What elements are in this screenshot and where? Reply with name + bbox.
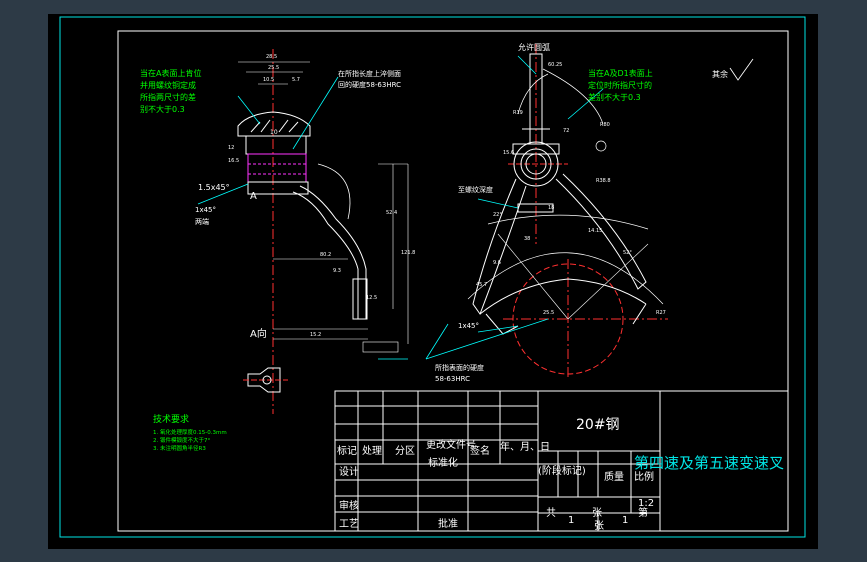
dim-text: 15.6 (503, 150, 514, 156)
section-a-label: A (250, 191, 257, 202)
chamfer-left-label: 1.5x45° (198, 183, 230, 192)
dim-text: R80 (600, 122, 610, 128)
left-flatness-note-1: 当在A表面上肯位 (140, 68, 201, 78)
allowable-scratch-label: 允许圆弧 (518, 42, 550, 52)
cad-drawing: 当在A表面上肯位 并用螺纹铜定成 所指两尺寸的差 别不大于0.3 在所指长度上淬… (59, 16, 806, 538)
right-flatness-note-1: 当在A及D1表面上 (588, 68, 653, 78)
hardening-note-2: 回的硬度58-63HRC (338, 80, 401, 89)
dim-text: 16.5 (228, 158, 239, 164)
tb-change-doc: 更改文件号 (426, 438, 476, 451)
both-ends-label: 两端 (195, 217, 209, 226)
view-a-label: A向 (250, 327, 267, 340)
dim-text: 22° (493, 212, 502, 218)
part-name-label: 第四速及第五速变速叉 (634, 454, 784, 472)
tb-stage-mark: (阶段标记) (538, 464, 586, 477)
dim-text: 80.2 (320, 252, 331, 258)
right-flatness-note-3: 差别不大于0.3 (588, 92, 641, 102)
tb-sheet-no: 第 (638, 506, 648, 519)
tb-mark: 标记 (337, 445, 357, 457)
chamfer-both-label: 1x45° (195, 206, 216, 214)
dim-text: 10 (270, 129, 278, 136)
dim-text: 52.4 (386, 210, 397, 216)
right-view (467, 44, 668, 379)
dim-text: 10.5 (263, 77, 274, 83)
tb-date: 年、月、日 (500, 440, 550, 453)
tech-spec-item-3: 3. 未注明圆角半径R3 (153, 444, 206, 452)
dim-text: 14.15 (588, 228, 602, 234)
tb-weight: 质量 (604, 471, 624, 483)
tb-signature: 签名 (470, 444, 490, 457)
dim-text: 25.5 (268, 65, 279, 71)
fork-hardness-note-2: 58-63HRC (435, 375, 470, 383)
drawing-viewport[interactable]: 当在A表面上肯位 并用螺纹铜定成 所指两尺寸的差 别不大于0.3 在所指长度上淬… (48, 14, 818, 549)
fork-hardness-note-1: 所指表面的硬度 (435, 363, 484, 372)
dim-text: 5.7 (292, 77, 300, 83)
tb-design: 设计 (339, 465, 359, 478)
hardening-note-1: 在所指长度上淬侧面 (338, 69, 401, 78)
tb-sheets-2: 张 (594, 520, 604, 532)
tech-spec-item-1: 1. 氧化处理厚度0.15-0.3mm (153, 428, 227, 436)
tb-review: 审核 (339, 499, 359, 512)
material-label: 20#钢 (576, 417, 620, 433)
tb-count: 处理 (362, 445, 382, 457)
tb-process: 工艺 (339, 518, 359, 530)
datum-box-left (362, 341, 399, 353)
dim-text: 12.5 (366, 295, 377, 301)
dim-text: 18 (548, 205, 554, 211)
roughness-rest-label: 其余 (712, 69, 728, 79)
left-view (237, 49, 409, 414)
tb-scale-value: 1:2 (638, 498, 654, 509)
dim-text: 38 (524, 236, 530, 242)
dim-text: 60.25 (548, 62, 562, 68)
chamfer-right-label: 1x45° (458, 322, 479, 330)
left-flatness-note-2: 并用螺纹铜定成 (140, 80, 196, 90)
tb-zone: 分区 (395, 445, 415, 457)
left-view-leaders (197, 76, 408, 360)
dim-text: 72 (563, 128, 569, 134)
tech-spec-title: 技术要求 (153, 413, 189, 425)
dim-text: 25.5 (543, 310, 554, 316)
left-flatness-note-4: 别不大于0.3 (140, 104, 185, 114)
dim-text: 52° (623, 250, 632, 256)
tb-sheet-number: 1 (622, 515, 628, 526)
dim-text: 9.6 (493, 260, 501, 266)
tb-total: 共 (546, 507, 556, 519)
right-view-leaders (425, 55, 604, 360)
tb-standardize: 标准化 (428, 456, 458, 469)
dim-text: 15.2 (310, 332, 321, 338)
tb-total-sheets: 1 (568, 515, 574, 526)
title-block-grid (334, 390, 789, 532)
tb-approve: 批准 (438, 517, 458, 530)
tb-sheets: 张 (592, 507, 602, 519)
dim-text: R19 (513, 110, 523, 116)
to-thread-label: 至螺纹深度 (458, 185, 493, 194)
outer-frame (59, 16, 806, 538)
tb-scale: 比例 (634, 470, 654, 483)
right-flatness-note-2: 定位时所指尺寸的 (588, 80, 652, 90)
dim-text: 28.5 (266, 54, 277, 60)
left-flatness-note-3: 所指两尺寸的差 (140, 92, 196, 102)
dim-text: 12 (228, 145, 234, 151)
dim-text: 9.3 (333, 268, 341, 274)
dim-text: 45.7 (476, 282, 487, 288)
tech-spec-item-2: 2. 锻件模锻度不大于7° (153, 436, 210, 444)
datum-circle-symbol (595, 140, 607, 152)
dim-text: R38.8 (596, 178, 611, 184)
dim-text: 121.8 (401, 250, 415, 256)
roughness-symbol (729, 58, 754, 81)
dim-text: R27 (656, 310, 666, 316)
